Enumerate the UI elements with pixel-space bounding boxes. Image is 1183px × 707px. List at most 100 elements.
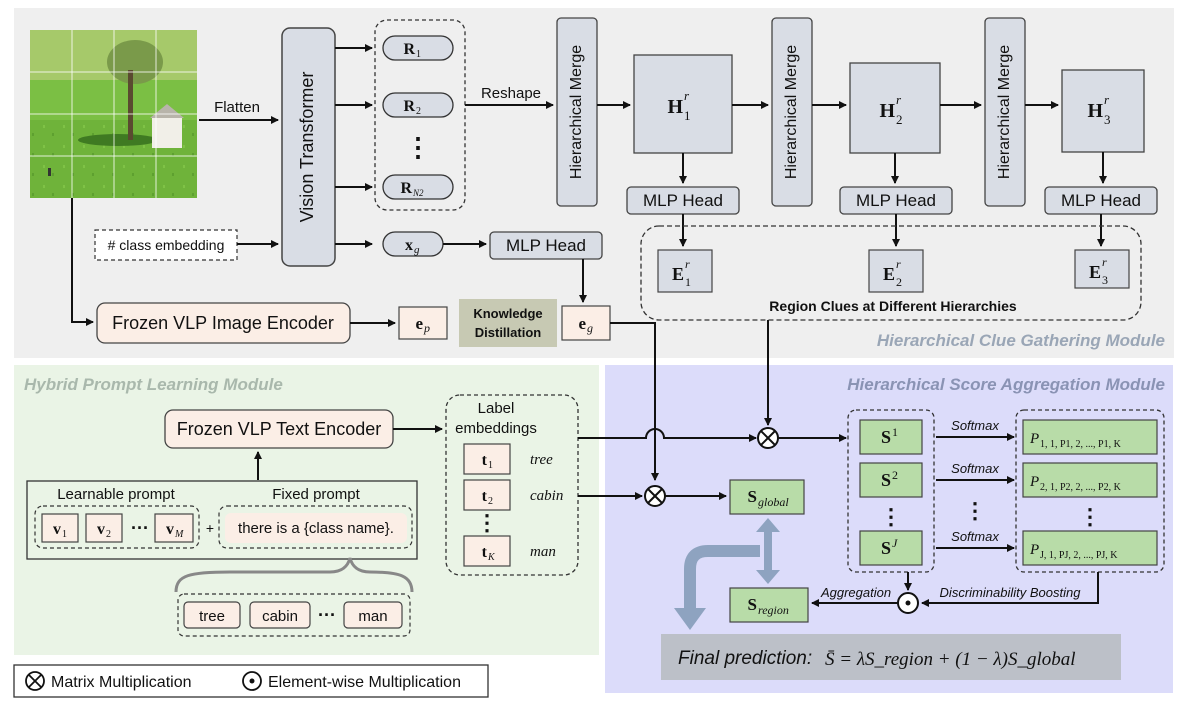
svg-text:r: r [896,92,902,107]
svg-text:P: P [1029,474,1039,490]
svg-text:1: 1 [416,49,421,60]
label-embeddings-title-2: embeddings [455,420,537,437]
svg-text:H: H [879,100,895,122]
mlp-head-3-label: MLP Head [1061,191,1141,210]
e2-label: E r 2 [883,257,902,289]
svg-text:1, 1, P1, 2, ..., P1, K: 1, 1, P1, 2, ..., P1, K [1040,439,1122,450]
svg-text:r: r [1104,92,1110,107]
vm-label: v [166,521,174,538]
eg-box [561,305,611,341]
legend-box [13,664,489,698]
prompt-container [26,480,418,560]
softmax-ellipsis: ⋮ [964,498,986,523]
legend-elementwise-icon [242,671,262,691]
r-tokens-ellipsis: ⋮ [405,132,431,162]
r1-token: R 1 [382,35,454,61]
svg-text:2, 1, P2, 2, ..., P2, K: 2, 1, P2, 2, ..., P2, K [1040,482,1122,493]
v1-label: v [53,521,61,538]
hier-merge-2-label: Hierarchical Merge [783,45,800,179]
h2-box [849,62,941,154]
labels-to-matmul-region-arrow [578,428,757,442]
vm-box [154,513,194,543]
tk-box [463,535,511,567]
e3-box [1074,249,1130,289]
svg-text:R: R [403,41,415,58]
sj-box [859,530,923,566]
legend-matmul-label: Matrix Multiplication [51,674,191,691]
kd-arrow-head-down [756,570,780,584]
svg-text:1: 1 [685,275,691,289]
hier-merge-3-box [984,17,1026,207]
xg-sub: g [414,244,420,256]
h3-label: H r 3 [1087,92,1110,127]
svg-text:P: P [1029,431,1039,447]
s-scores-group [847,409,935,573]
final-prediction-formula: S̄ = λS_region + (1 − λ)S_global [825,649,1076,670]
s1-label: S [881,427,891,447]
s1-box [859,419,923,455]
class-tree-box [183,601,241,629]
region-clues-label: Region Clues at Different Hierarchies [769,298,1017,314]
s2-sup: 2 [892,468,898,482]
ep-label: e [415,314,423,333]
svg-text:N2: N2 [412,188,424,198]
class-man-box [343,601,403,629]
matmul-global-operator [644,485,666,507]
v2-label: v [97,521,105,538]
rn-token: R N2 [382,174,454,200]
learnable-prompt-label: Learnable prompt [57,486,175,503]
kd-label-2: Distillation [475,325,542,340]
h1-label: H r 1 [667,88,690,123]
hier-merge-1-box [556,17,598,207]
svg-text:3: 3 [1104,112,1111,127]
legend-elementwise-label: Element-wise Multiplication [268,674,461,691]
eg-to-matmul-arrow [610,322,659,481]
s-global-box [729,479,805,515]
sj-label: S [881,538,891,558]
xg-label: x [405,237,413,254]
fixed-prompt-label: Fixed prompt [272,486,360,503]
mlp-head-global-label: MLP Head [506,236,586,255]
svg-text:2: 2 [896,112,903,127]
svg-text:H: H [667,96,683,118]
s2-label: S [881,470,891,490]
svg-text:R: R [400,180,412,197]
svg-text:E: E [883,264,895,284]
sj-sup: J [892,536,898,550]
s2-box [859,462,923,498]
vision-transformer-label: Vision Transformer [297,72,317,223]
fixed-prompt-box [225,513,407,543]
class-embedding-label: # class embedding [108,237,225,253]
p1-label: P 1, 1, P1, 2, ..., P1, K [1029,431,1122,450]
elementwise-operator [897,592,919,614]
t2-sub: 2 [488,496,493,507]
v-ellipsis: ··· [131,518,149,538]
eg-label: e [578,314,586,333]
matmul-region-operator [757,427,779,449]
e1-box [657,249,713,293]
t1-label: t [482,452,488,469]
s-global-label: S [748,487,757,506]
s-region-sub: region [758,603,789,617]
h1-box [633,54,733,154]
p-ellipsis: ⋮ [1079,504,1101,529]
r-tokens-group [374,19,466,211]
svg-text:R: R [403,98,415,115]
class-name-brace [174,557,414,593]
eg-sub: g [587,321,593,335]
svg-text:2: 2 [896,275,902,289]
tk-class: man [530,544,556,560]
region-clues-group [640,225,1142,321]
to-final-prediction-arrow [684,545,760,610]
label-embeddings-group [445,394,579,576]
t-ellipsis: ⋮ [476,510,498,535]
hier-merge-3-label: Hierarchical Merge [996,45,1013,179]
plus-sign: + [206,520,214,536]
v2-sub: 2 [106,529,111,540]
t2-label: t [482,488,488,505]
svg-text:2: 2 [416,106,421,117]
softmax-1-label: Softmax [951,418,999,433]
ep-box [398,306,448,340]
p-scores-group [1015,409,1165,573]
pj-label: P J, 1, PJ, 2, ..., PJ, K [1029,542,1118,561]
